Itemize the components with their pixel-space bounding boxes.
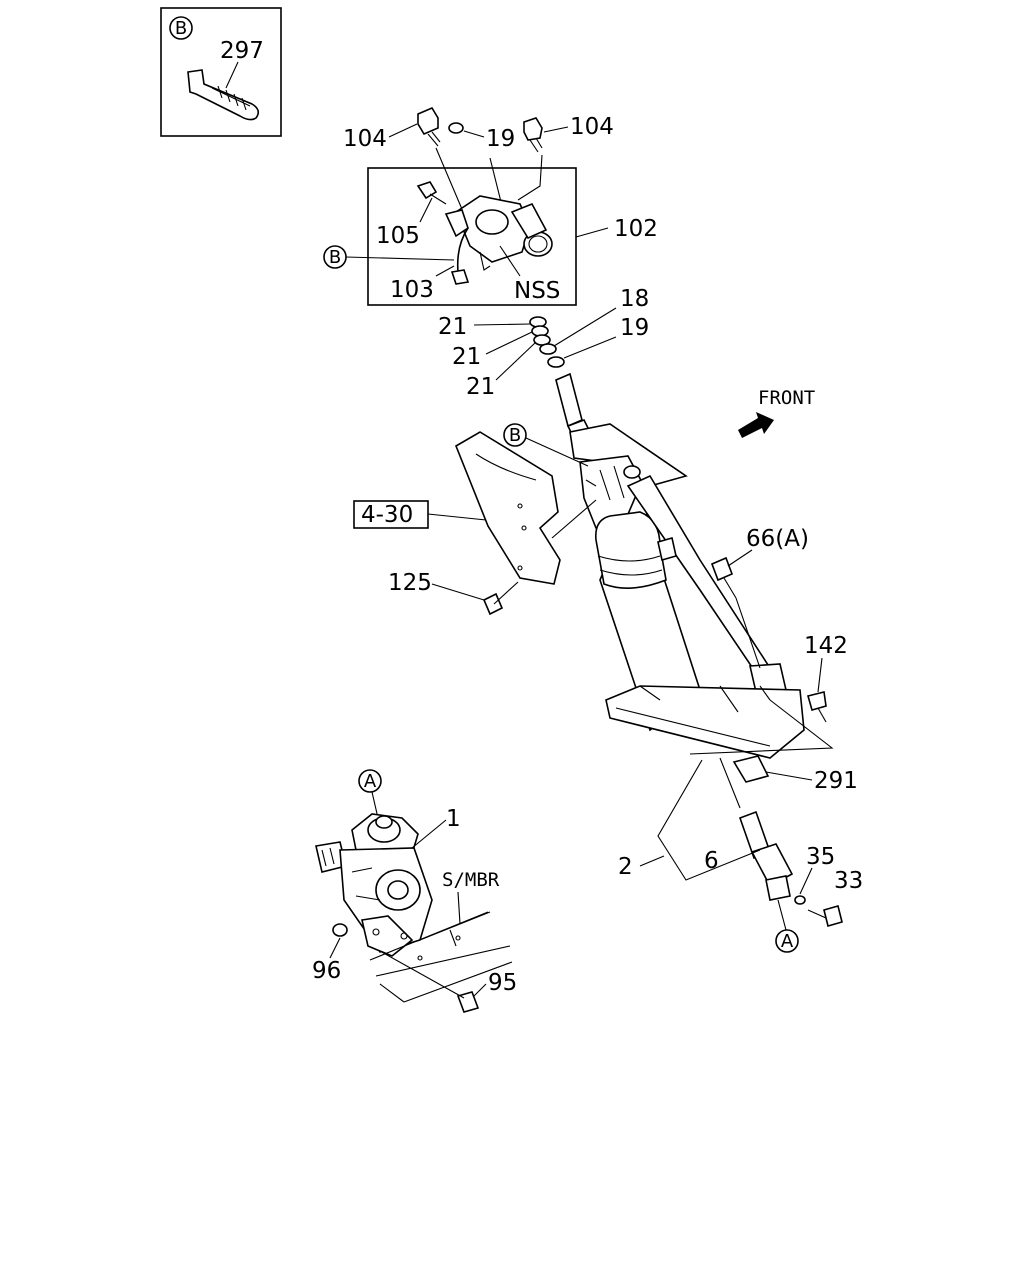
svg-text:A: A	[781, 931, 794, 952]
svg-text:4-30: 4-30	[361, 502, 413, 528]
callout-66a[interactable]: 66(A)	[746, 526, 809, 552]
leader-2	[657, 759, 761, 881]
side-member	[369, 911, 513, 1003]
bolt-66a	[710, 556, 761, 669]
front-direction-arrow	[738, 412, 774, 438]
ring-18	[539, 343, 557, 355]
switch-assembly-102	[367, 106, 609, 306]
bolt-104-left	[417, 106, 441, 147]
marker-b-column[interactable]: B	[503, 423, 527, 447]
oring-19-top	[448, 122, 464, 134]
clip-291	[732, 755, 770, 783]
callout-297[interactable]: 297	[220, 38, 264, 64]
steering-gear-box	[315, 813, 433, 957]
callout-21-a[interactable]: 21	[438, 314, 467, 340]
intermediate-shaft-6	[719, 757, 794, 901]
callout-96[interactable]: 96	[312, 958, 341, 984]
callout-104-left[interactable]: 104	[343, 126, 387, 152]
bolt-95	[377, 949, 480, 1013]
callout-35[interactable]: 35	[806, 844, 835, 870]
screw-142	[807, 691, 827, 723]
cable-tie-part	[187, 69, 260, 121]
marker-b-inset[interactable]: B	[169, 16, 193, 40]
callout-1[interactable]: 1	[446, 806, 461, 832]
screw-105	[416, 181, 447, 205]
svg-text:A: A	[364, 771, 377, 792]
callout-21-b[interactable]: 21	[452, 344, 481, 370]
callout-105[interactable]: 105	[376, 223, 420, 249]
screw-125	[482, 581, 519, 616]
steering-column	[555, 372, 834, 759]
svg-text:B: B	[509, 425, 521, 446]
svg-text:B: B	[175, 18, 187, 39]
callout-21-c[interactable]: 21	[466, 374, 495, 400]
inset-detail-b: B 297	[160, 7, 282, 137]
callout-142[interactable]: 142	[804, 633, 848, 659]
callout-18[interactable]: 18	[620, 286, 649, 312]
callout-125[interactable]: 125	[388, 570, 432, 596]
callout-nss[interactable]: NSS	[514, 278, 560, 304]
callout-6[interactable]: 6	[704, 848, 719, 874]
ref-4-30-box[interactable]: 4-30	[353, 500, 429, 529]
callout-19-mid[interactable]: 19	[620, 315, 649, 341]
callout-2[interactable]: 2	[618, 854, 633, 880]
callout-103[interactable]: 103	[390, 277, 434, 303]
clip-35	[794, 895, 806, 905]
ring-19	[547, 356, 565, 368]
callout-291[interactable]: 291	[814, 768, 858, 794]
marker-a-shaft[interactable]: A	[775, 929, 799, 953]
harness-103	[450, 227, 470, 285]
bracket-4-30	[455, 431, 597, 585]
svg-text:B: B	[329, 247, 341, 268]
callout-104-right[interactable]: 104	[570, 114, 614, 140]
callout-33[interactable]: 33	[834, 868, 863, 894]
bolt-104-right	[523, 117, 543, 153]
callout-s-mbr[interactable]: S/MBR	[442, 869, 500, 891]
combination-switch-body	[444, 195, 553, 271]
bolt-33	[807, 905, 843, 927]
marker-a-gear[interactable]: A	[358, 769, 382, 793]
marker-b-switch[interactable]: B	[323, 245, 347, 269]
nut-96	[332, 923, 348, 937]
callout-102[interactable]: 102	[614, 216, 658, 242]
washer-stack-21	[529, 316, 551, 346]
front-direction-label: FRONT	[758, 387, 815, 409]
callout-19-top[interactable]: 19	[486, 126, 515, 152]
callout-95[interactable]: 95	[488, 970, 517, 996]
